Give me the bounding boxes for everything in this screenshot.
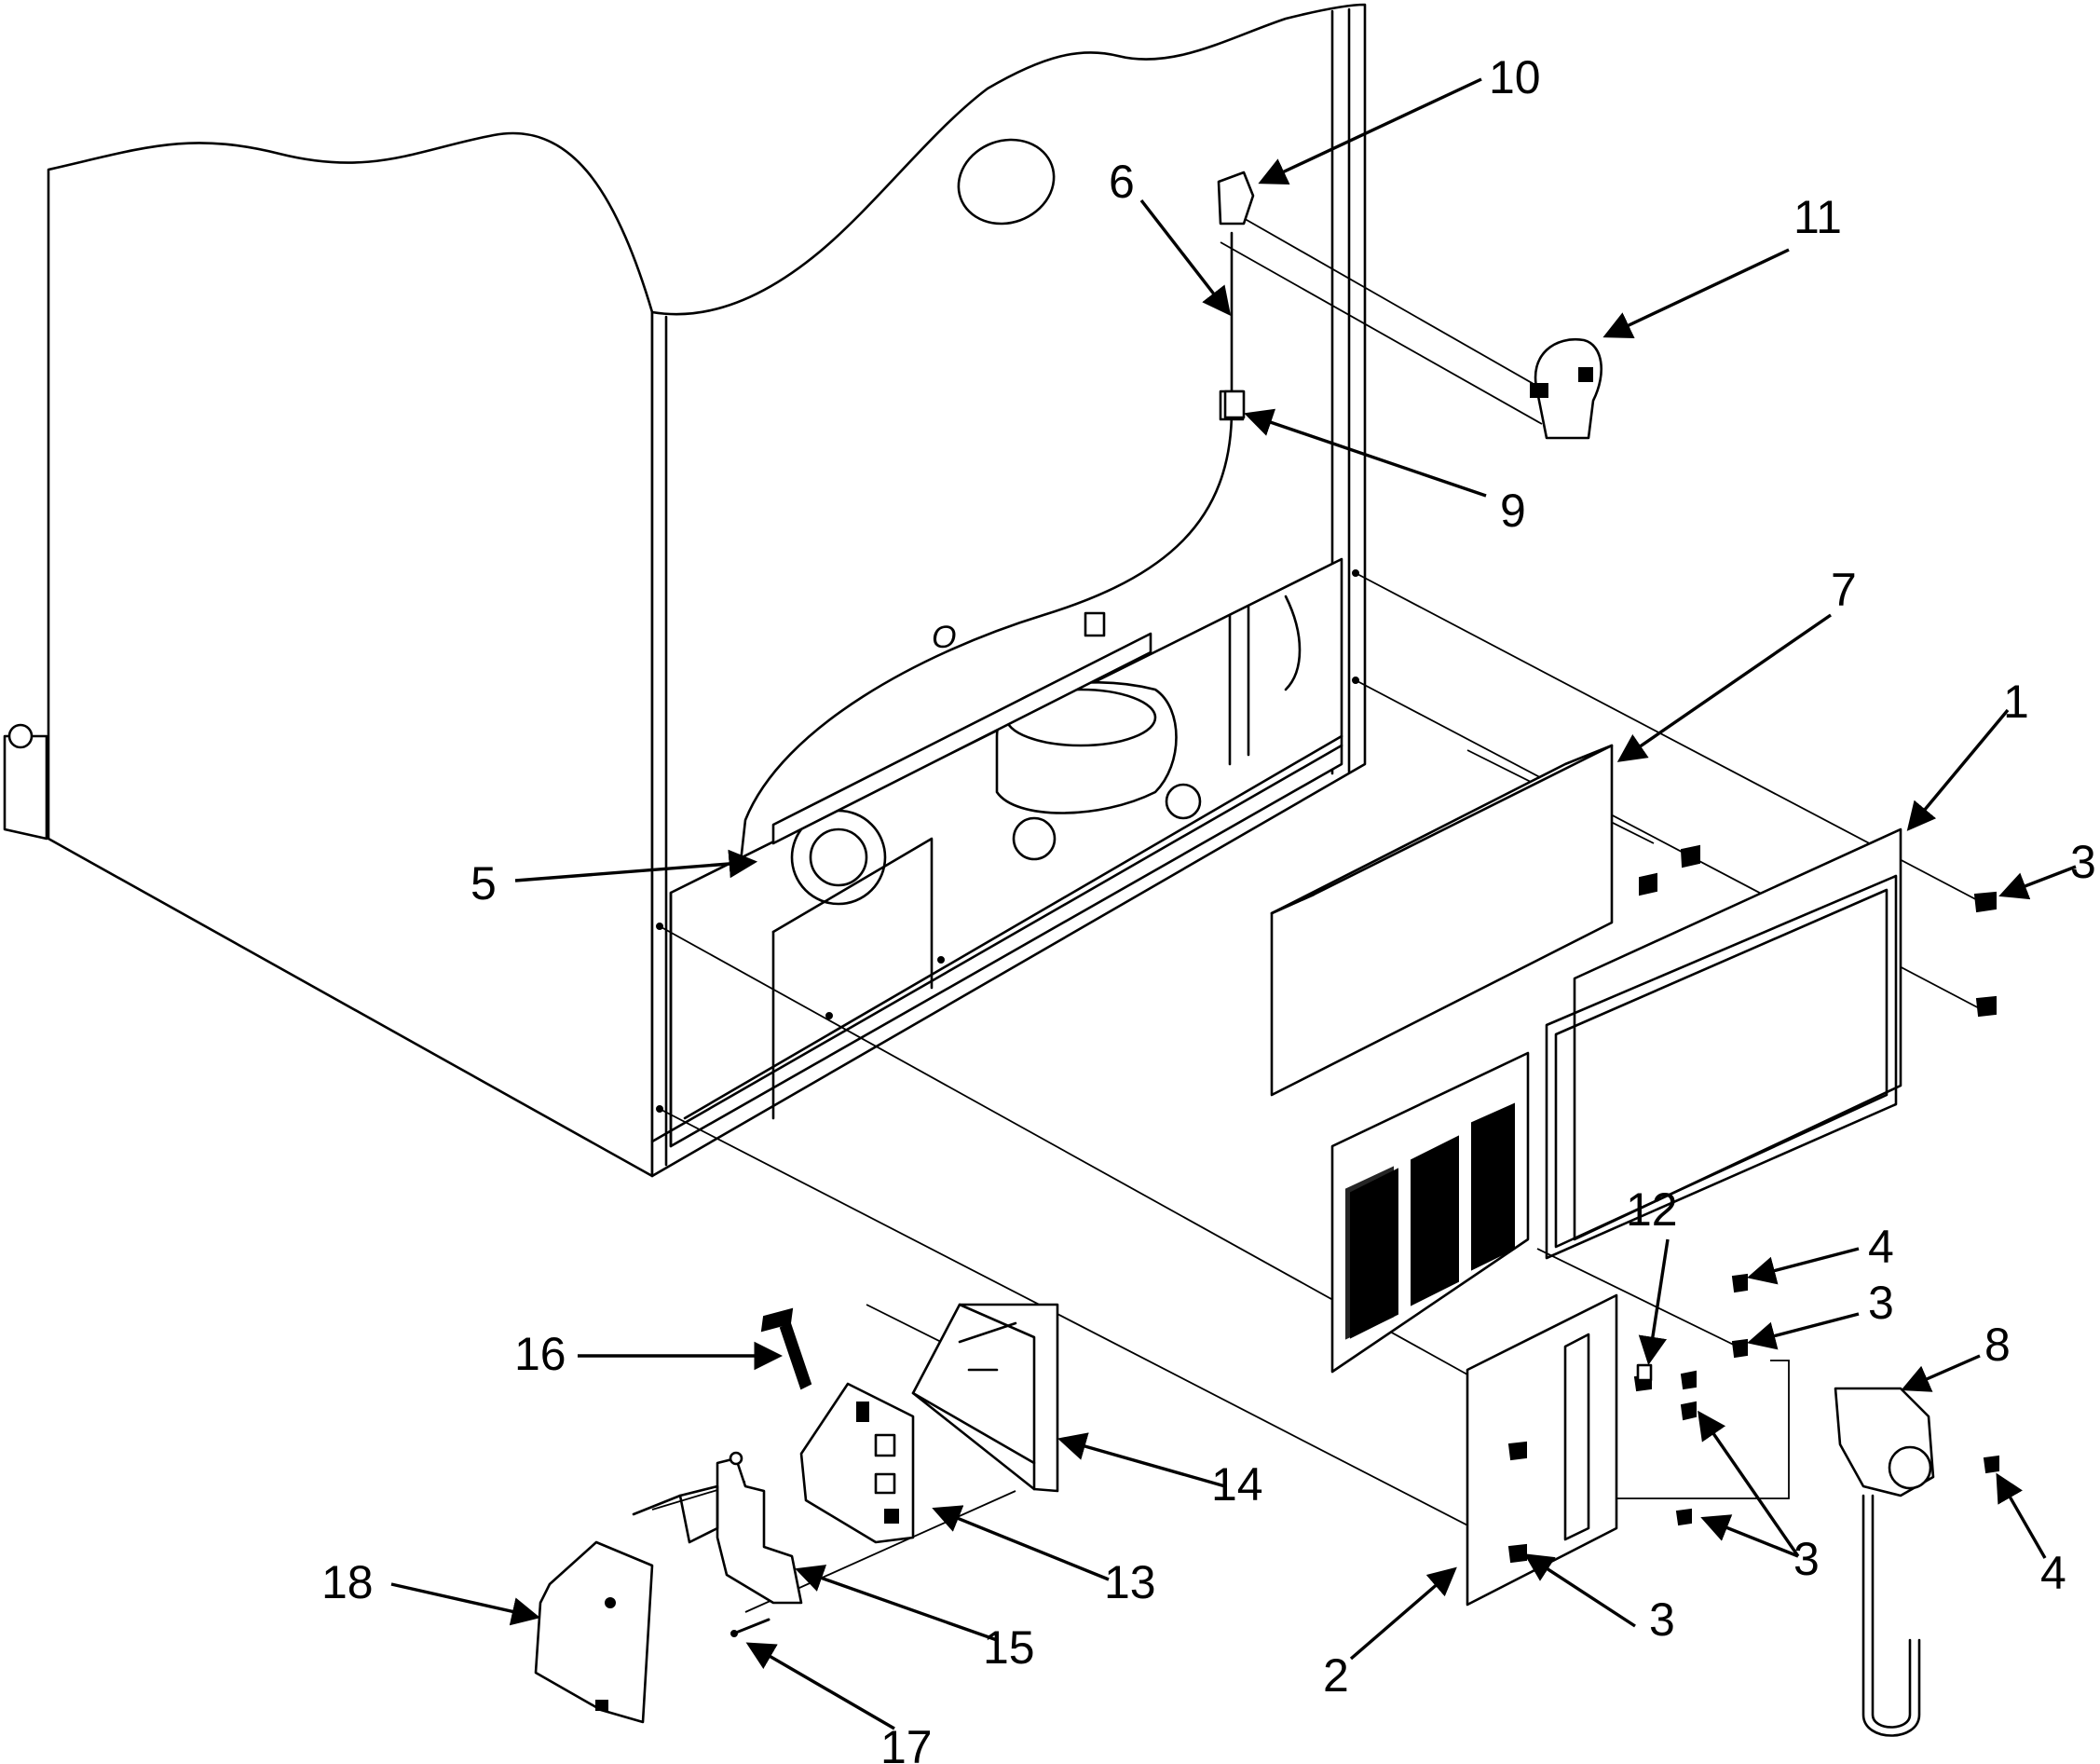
part-14-control-box	[911, 1303, 1059, 1493]
callout-3-a: 3	[2070, 836, 2096, 888]
part-9-clip	[1223, 390, 1246, 419]
callout-10: 10	[1489, 51, 1541, 103]
callout-17: 17	[880, 1721, 933, 1764]
part-15-bracket	[632, 1451, 803, 1605]
part-18-cover	[534, 1540, 654, 1724]
callout-2: 2	[1323, 1649, 1349, 1702]
part-13-circuit-board	[799, 1382, 915, 1544]
callout-5: 5	[470, 857, 497, 909]
screws	[1507, 844, 1999, 1564]
callout-3-c: 3	[1793, 1533, 1820, 1585]
leader-arrows	[390, 77, 2077, 1730]
part-7-insulation	[1270, 744, 1614, 1097]
callout-14: 14	[1211, 1458, 1263, 1511]
part-1-cover-panel	[1545, 827, 1902, 1260]
callout-7: 7	[1831, 564, 1857, 616]
part-17-screw	[730, 1618, 770, 1637]
callout-12: 12	[1626, 1183, 1678, 1236]
callout-16: 16	[514, 1328, 566, 1380]
part-16-grommet	[760, 1307, 812, 1390]
callout-4-a: 4	[1868, 1221, 1894, 1273]
part-11-valve-cover	[1530, 337, 1603, 440]
callout-15: 15	[983, 1621, 1035, 1674]
grille-panel	[1330, 1051, 1530, 1374]
callout-13: 13	[1104, 1556, 1156, 1608]
callout-18: 18	[321, 1556, 374, 1608]
refrigerator-cabinet: O	[3, 3, 1367, 1178]
callout-8: 8	[1984, 1319, 2011, 1371]
callout-9: 9	[1500, 485, 1526, 537]
callout-1: 1	[2003, 676, 2029, 728]
callout-11: 11	[1793, 191, 1842, 243]
callout-6: 6	[1109, 156, 1135, 208]
part-2-access-plate	[1466, 1293, 1618, 1607]
part-10-fitting	[1217, 171, 1255, 226]
callout-3-d: 3	[1649, 1593, 1675, 1646]
callout-3-b: 3	[1868, 1277, 1894, 1329]
callout-4-b: 4	[2040, 1547, 2066, 1599]
callout-labels: 10 6 11 9 7 1 3 5 12 4 3 8 16 14 13 18 1…	[321, 51, 2096, 1764]
part-8-water-valve	[1834, 1387, 1935, 1737]
